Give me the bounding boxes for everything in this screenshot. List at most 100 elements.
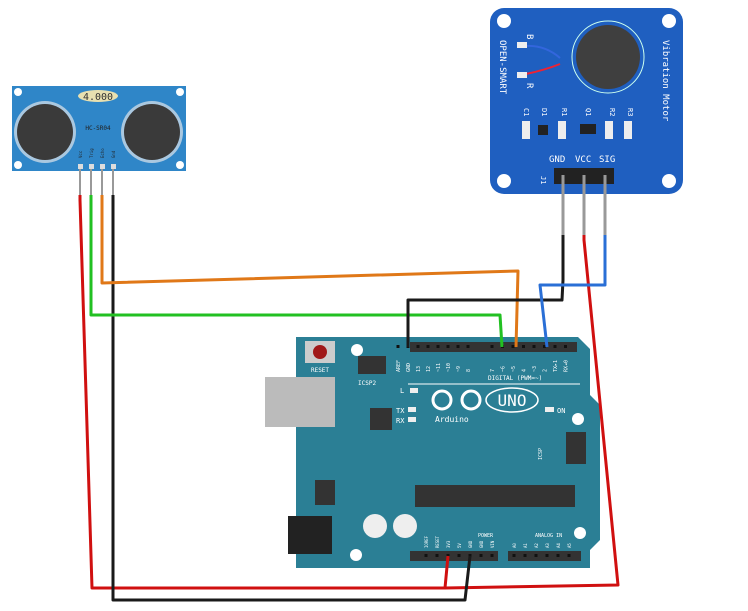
label-r: R bbox=[524, 83, 534, 89]
pin-label: ~11 bbox=[436, 363, 442, 372]
svg-text:RX: RX bbox=[396, 417, 405, 425]
svg-text:R1: R1 bbox=[560, 108, 568, 116]
pin-label: A5 bbox=[567, 543, 572, 548]
pin-label: 3V3 bbox=[446, 540, 451, 548]
pin-label: 12 bbox=[426, 366, 432, 372]
usb-port bbox=[265, 377, 335, 427]
pin-label: A1 bbox=[523, 543, 528, 548]
wire-blue-sig bbox=[538, 235, 607, 348]
header-pin[interactable] bbox=[435, 554, 439, 557]
svg-text:C1: C1 bbox=[522, 108, 530, 116]
header-pin[interactable] bbox=[556, 554, 560, 557]
header-pin[interactable] bbox=[567, 554, 571, 557]
digital-header-right bbox=[487, 342, 577, 352]
analog-header bbox=[508, 551, 581, 561]
pin-label: 4 bbox=[522, 369, 528, 372]
header-pin[interactable] bbox=[564, 345, 567, 348]
svg-text:ANALOG IN: ANALOG IN bbox=[535, 533, 562, 539]
svg-text:R2: R2 bbox=[608, 108, 616, 116]
vibration-motor-module: B R OPEN-SMART Vibration Motor C1 D1 R1 … bbox=[490, 8, 683, 235]
pin-label: RX◂0 bbox=[564, 360, 570, 372]
header-pin[interactable] bbox=[532, 345, 536, 348]
digital-header-left bbox=[410, 342, 510, 352]
header-pin[interactable] bbox=[543, 345, 546, 348]
label-b: B bbox=[524, 34, 534, 39]
sensor-pin-label: Echo bbox=[100, 148, 105, 158]
header-pin[interactable] bbox=[534, 554, 538, 557]
pin-label: IOREF bbox=[424, 535, 429, 548]
pin-label: RESET bbox=[435, 535, 440, 548]
pin-label: ~10 bbox=[446, 363, 452, 372]
power-header bbox=[410, 551, 498, 561]
pin-label: ~3 bbox=[532, 366, 538, 372]
pin-label: A0 bbox=[512, 543, 517, 548]
pin-label: 8 bbox=[466, 369, 472, 372]
wire-black-motor-gnd bbox=[406, 235, 565, 347]
sensor-pin-label: Trig bbox=[89, 148, 94, 158]
header-pin[interactable] bbox=[446, 345, 450, 348]
arduino-board bbox=[296, 337, 600, 568]
pin-label: 7 bbox=[490, 369, 496, 372]
header-pin[interactable] bbox=[446, 554, 450, 557]
header-pin[interactable] bbox=[457, 554, 461, 557]
header-pin[interactable] bbox=[456, 345, 460, 348]
header-pin[interactable] bbox=[396, 345, 400, 348]
pin-label: 13 bbox=[416, 366, 422, 372]
header-pin[interactable] bbox=[511, 345, 515, 348]
sensor-display-text: 4.000 bbox=[83, 92, 113, 103]
svg-text:DIGITAL (PWM=~): DIGITAL (PWM=~) bbox=[488, 375, 542, 382]
capacitor bbox=[363, 514, 387, 538]
ultrasonic-sensor: 4.000 HC-SR04 Vcc Trig Echo Gnd bbox=[12, 86, 186, 195]
header-pin[interactable] bbox=[523, 554, 527, 557]
svg-text:UNO: UNO bbox=[498, 391, 527, 410]
svg-text:R3: R3 bbox=[626, 108, 634, 116]
header-pin[interactable] bbox=[424, 554, 428, 557]
header-pin[interactable] bbox=[490, 345, 494, 348]
header-pin[interactable] bbox=[436, 345, 440, 348]
pin-vcc-label: VCC bbox=[575, 155, 591, 165]
svg-text:Arduino: Arduino bbox=[435, 415, 469, 424]
wires bbox=[78, 195, 620, 602]
wire-red-sensor-vcc bbox=[78, 195, 450, 590]
header-pin[interactable] bbox=[479, 554, 483, 557]
arduino-logo: UNO Arduino bbox=[431, 387, 539, 424]
svg-text:ICSP2: ICSP2 bbox=[358, 380, 376, 387]
pin-label: ~5 bbox=[511, 366, 517, 372]
svg-text:J1: J1 bbox=[539, 176, 547, 184]
pin-label: ~9 bbox=[456, 366, 462, 372]
microcontroller bbox=[415, 485, 575, 507]
header-pin[interactable] bbox=[468, 554, 472, 557]
header-pin[interactable] bbox=[553, 345, 557, 348]
capacitor bbox=[393, 514, 417, 538]
header-pin[interactable] bbox=[490, 554, 494, 557]
header-pin[interactable] bbox=[426, 345, 430, 348]
wire-green-trig bbox=[89, 195, 504, 348]
pin-label: 2 bbox=[543, 369, 549, 372]
sensor-model: HC-SR04 bbox=[85, 125, 111, 132]
svg-text:TX: TX bbox=[396, 407, 405, 415]
pin-gnd-label: GND bbox=[549, 155, 565, 165]
sensor-display bbox=[78, 90, 118, 102]
pin-label: GND bbox=[468, 540, 473, 548]
wire-red-motor-vcc bbox=[444, 235, 620, 590]
power-jack bbox=[288, 516, 332, 554]
pin-label: A3 bbox=[545, 543, 550, 548]
pin-label: VIN bbox=[490, 540, 495, 548]
pin-label: ~6 bbox=[501, 366, 507, 372]
sensor-pin-label: Gnd bbox=[111, 150, 116, 158]
header-pin[interactable] bbox=[416, 345, 420, 348]
header-pin[interactable] bbox=[522, 345, 525, 348]
header-pin[interactable] bbox=[466, 345, 470, 348]
header-pin[interactable] bbox=[545, 554, 549, 557]
svg-text:ON: ON bbox=[557, 407, 565, 415]
pin-label: AREF bbox=[396, 360, 402, 372]
svg-text:ICSP: ICSP bbox=[538, 448, 544, 460]
icsp-header bbox=[566, 432, 586, 464]
wire-orange-echo bbox=[100, 195, 520, 348]
header-pin[interactable] bbox=[512, 554, 516, 557]
svg-text:L: L bbox=[400, 387, 404, 395]
pin-label: GND bbox=[479, 540, 484, 548]
svg-text:RESET: RESET bbox=[311, 367, 329, 374]
